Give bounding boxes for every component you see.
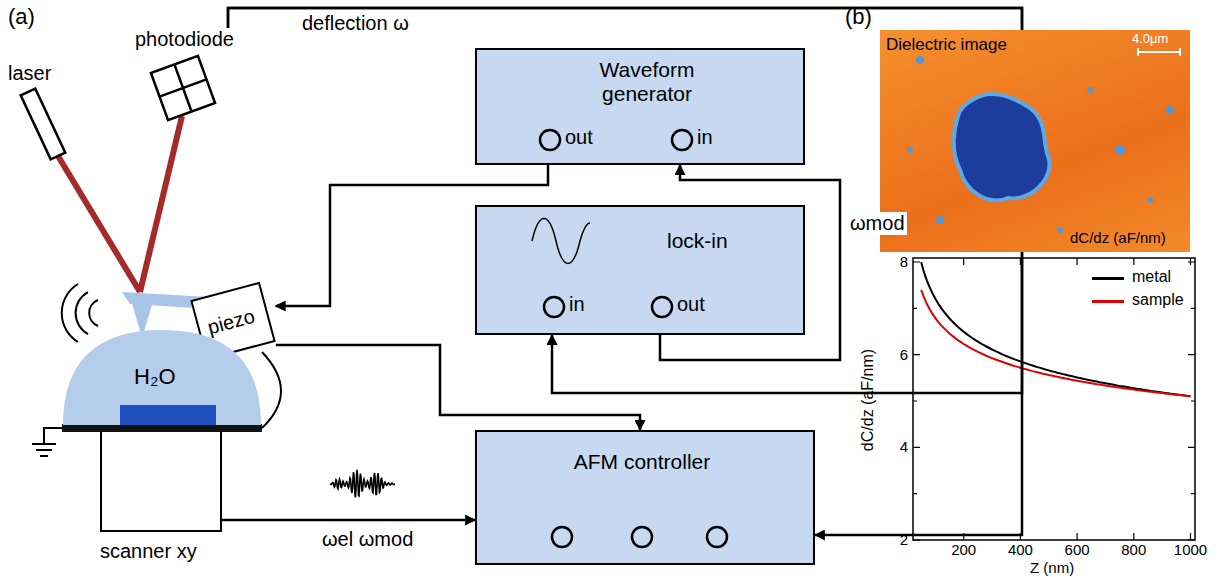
node-title: Waveform generator [572, 58, 722, 106]
panel-letter: (a) [8, 4, 35, 29]
cable [222, 519, 475, 522]
signal-name: ωel ωmod [322, 528, 413, 551]
node-text: out [677, 293, 705, 316]
axis-ticks [913, 258, 1195, 540]
tick-marks [913, 258, 1195, 540]
dielectric-image: Dielectric image 4.0μm dC/dz (aF/nm) [880, 30, 1190, 252]
afm-controller: AFM controller [475, 430, 815, 565]
plot-frame [913, 258, 1195, 540]
tick-label: 600 [1052, 541, 1102, 558]
axis-title: Z (nm) [1030, 559, 1074, 576]
node-text: out [565, 126, 593, 149]
ground-symbol [32, 428, 62, 456]
node-shape [477, 207, 807, 337]
tick-label: 2 [870, 531, 908, 548]
substrate [62, 424, 262, 432]
laser-beam [58, 156, 140, 292]
wave [89, 300, 98, 326]
laser-beam [140, 116, 182, 292]
node-title: AFM controller [477, 450, 807, 474]
water-droplet: H₂O [62, 328, 262, 425]
panel-letter: (b) [845, 4, 872, 29]
node-text: in [697, 126, 713, 149]
cable [276, 345, 640, 430]
tick-label: 400 [995, 541, 1045, 558]
node-shape [880, 30, 1190, 252]
legend-text: metal [1132, 268, 1171, 286]
waveform-generator: Waveform generator out in [475, 48, 805, 165]
tick-label: 800 [1109, 541, 1159, 558]
legend-text: sample [1132, 291, 1184, 309]
tick-label: 6 [870, 346, 908, 363]
xy-scanner: scanner xy [100, 432, 222, 532]
signal-label: deflection ω [300, 12, 411, 35]
wave [76, 292, 88, 334]
wave [62, 284, 78, 342]
node-title: Dielectric image [886, 35, 1007, 55]
node-title: piezo [205, 305, 257, 340]
wire [262, 352, 281, 428]
curve-sample [921, 290, 1190, 396]
curve-metal [921, 262, 1190, 396]
tick-label: 1000 [1166, 541, 1216, 558]
node-title: scanner xy [100, 540, 197, 563]
tick-label: 8 [870, 253, 908, 270]
signal-label: ωmod [848, 212, 907, 235]
node-title: H₂O [134, 364, 176, 389]
node-text: in [569, 293, 585, 316]
node-text: 4.0μm [1132, 32, 1168, 47]
tick-label: 4 [870, 438, 908, 455]
legend-swatch [1092, 277, 1124, 280]
node-text: dC/dz (aF/nm) [1070, 229, 1166, 246]
lock-in-amplifier: lock-in in out [475, 205, 805, 335]
photodiode: photodiode [135, 28, 235, 120]
laser-source: laser [8, 62, 78, 162]
node-title: photodiode [135, 28, 234, 51]
signal-burst [330, 470, 395, 497]
legend-swatch [1092, 300, 1124, 303]
node-title: laser [8, 62, 51, 85]
tick-label: 200 [939, 541, 989, 558]
node-title: lock-in [667, 229, 728, 253]
axis-title: dC/dz (aF/nm) [859, 349, 877, 451]
